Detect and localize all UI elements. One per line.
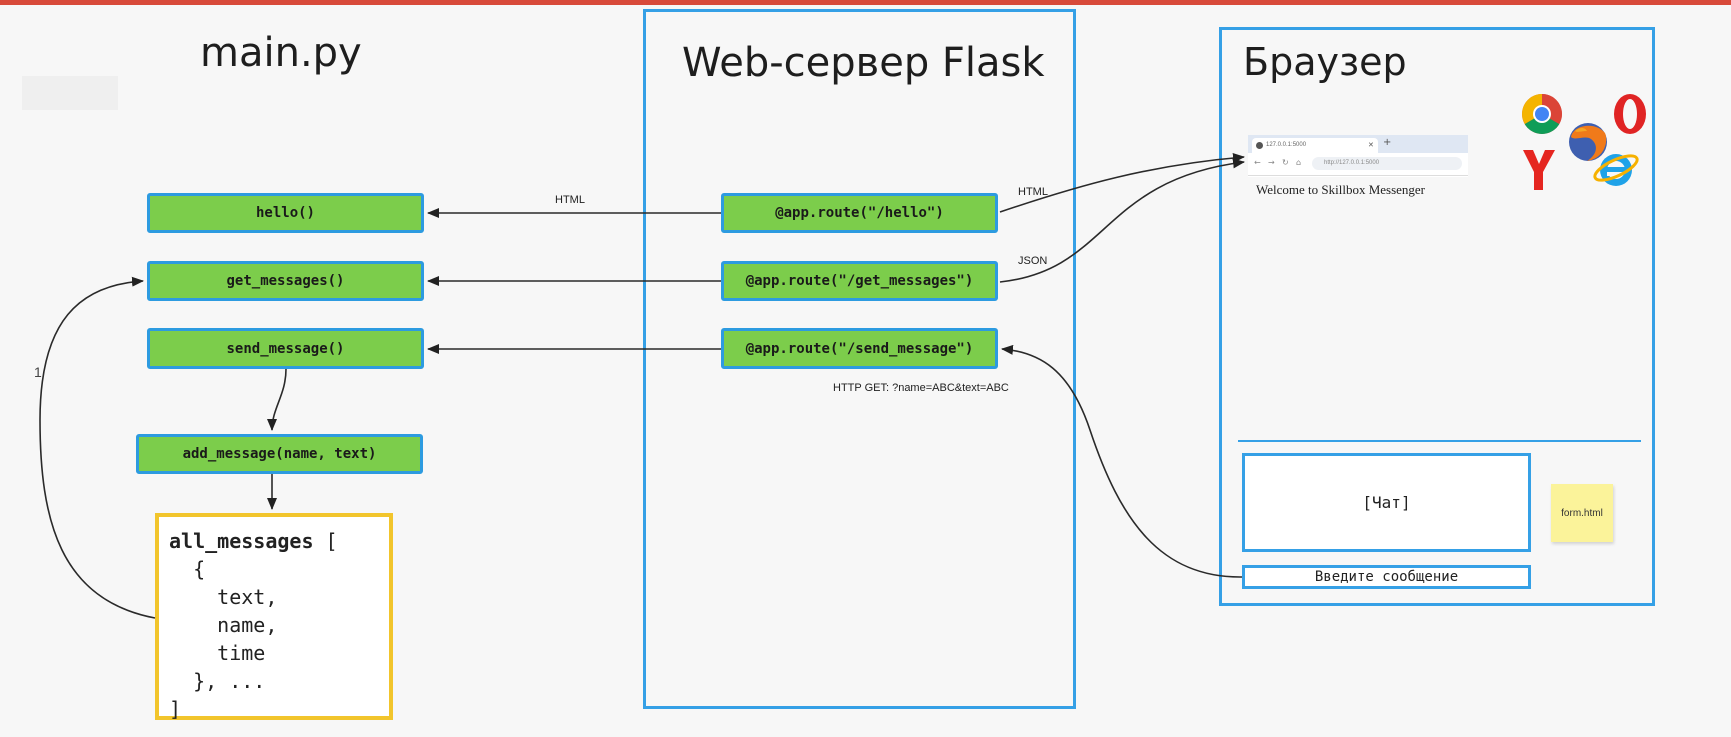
all-messages-line-7: ] (169, 697, 182, 721)
form-html-sticky-note: form.html (1551, 484, 1613, 542)
top-accent-bar (0, 0, 1731, 5)
new-tab-icon: + (1383, 137, 1392, 148)
yandex-icon (1523, 150, 1555, 190)
arrow-list-loop-to-get (39, 276, 156, 619)
all-messages-line-6: }, ... (169, 669, 266, 693)
tab-favicon-icon (1256, 142, 1263, 149)
browser-nav-bar: ← → ↻ ⌂ http://127.0.0.1:5000 (1248, 153, 1468, 176)
get-messages-function-box: get_messages() (147, 261, 424, 301)
background-smudge (22, 76, 118, 110)
browser-tab-strip: 127.0.0.1:5000 ✕ + (1248, 135, 1468, 153)
forward-icon: → (1268, 158, 1275, 167)
browser-panel (1219, 27, 1655, 606)
loop-label-one: 1 (34, 364, 42, 380)
json-label: JSON (1018, 255, 1048, 267)
http-get-label: HTTP GET: ?name=ABC&text=ABC (833, 382, 1009, 394)
send-message-function-box: send_message() (147, 328, 424, 369)
hello-function-box: hello() (147, 193, 424, 233)
all-messages-line-3: text, (169, 585, 278, 609)
browser-tab-title: 127.0.0.1:5000 (1266, 142, 1307, 148)
chat-box: [Чат] (1242, 453, 1531, 552)
main-py-title: main.py (200, 30, 362, 76)
all-messages-open-bracket: [ (313, 529, 338, 553)
arrow-input-to-send-route (1001, 344, 1243, 578)
home-icon: ⌂ (1296, 158, 1302, 167)
welcome-text: Welcome to Skillbox Messenger (1256, 182, 1426, 197)
browser-divider (1238, 440, 1641, 442)
html-label-left: HTML (555, 194, 585, 206)
get-messages-route-box: @app.route("/get_messages") (721, 261, 998, 301)
hello-route-box: @app.route("/hello") (721, 193, 998, 233)
browser-url-bar: http://127.0.0.1:5000 (1312, 157, 1462, 170)
send-message-route-box: @app.route("/send_message") (721, 328, 998, 369)
flask-server-panel (643, 9, 1076, 709)
message-input[interactable]: Введите сообщение (1242, 565, 1531, 589)
add-message-function-box: add_message(name, text) (136, 434, 423, 474)
all-messages-line-4: name, (169, 613, 278, 637)
flask-server-title: Web-сервер Flask (682, 40, 1045, 86)
all-messages-line-5: time (169, 641, 266, 665)
arrow-get-route-to-browser (999, 158, 1245, 283)
all-messages-list-box: all_messages [ { text, name, time }, ...… (155, 513, 393, 721)
browser-title: Браузер (1243, 40, 1407, 84)
arrow-send-to-add (267, 368, 287, 431)
firefox-icon (1569, 123, 1607, 161)
all-messages-name: all_messages (169, 529, 314, 553)
html-label-right: HTML (1018, 186, 1048, 198)
tab-close-icon: ✕ (1368, 142, 1374, 149)
arrow-hello-route-to-browser (999, 152, 1245, 213)
all-messages-line-2: { (169, 557, 206, 581)
chrome-icon (1522, 94, 1562, 134)
browser-tab: 127.0.0.1:5000 ✕ (1252, 138, 1378, 153)
opera-icon (1614, 94, 1646, 134)
internet-explorer-icon (1593, 154, 1639, 186)
reload-icon: ↻ (1282, 158, 1289, 167)
back-icon: ← (1254, 158, 1261, 167)
browser-screenshot: 127.0.0.1:5000 ✕ + ← → ↻ ⌂ http://127.0.… (1248, 135, 1468, 177)
